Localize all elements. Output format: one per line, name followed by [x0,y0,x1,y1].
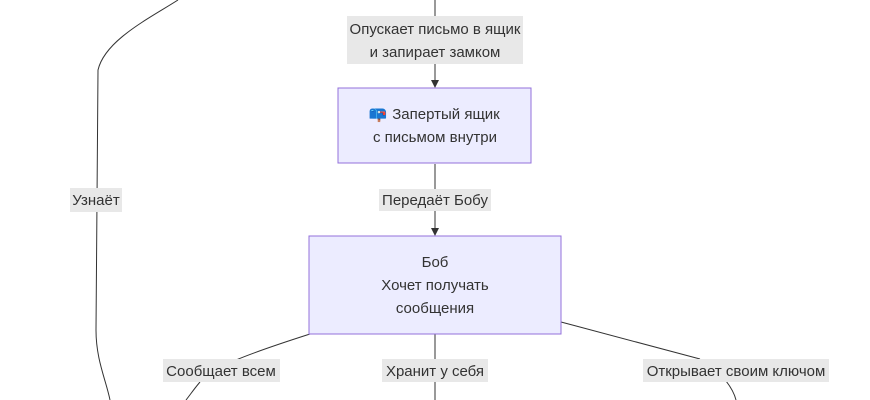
edge-label-keeps: Хранит у себя [382,359,488,382]
drop-lock-line-1: Опускает письмо в ящик [350,21,521,38]
learns-label: Узнаёт [72,192,120,209]
edges [95,0,737,400]
node-locked-box[interactable]: 📪 Запертый ящик с письмом внутри [337,87,532,164]
edge-bob-tells [185,333,311,400]
edge-learns [95,0,179,400]
arrowhead-box [431,80,439,88]
edge-label-tells-everyone: Сообщает всем [163,359,280,382]
locked-box-line-2: с письмом внутри [373,129,497,146]
locked-box-line-1: Запертый ящик [392,106,500,123]
arrowhead-bob [431,228,439,236]
edge-label-learns: Узнаёт [70,188,122,212]
passes-label: Передаёт Бобу [382,192,488,209]
bob-line-1: Боб [422,254,449,271]
bob-line-2: Хочет получать [381,277,489,294]
edge-label-opens-with-key: Открывает своим ключом [643,359,829,382]
edge-bob-opens [560,321,737,400]
edge-label-drop-lock: Опускает письмо в ящик и запирает замком [347,16,523,64]
bob-line-3: сообщения [396,300,474,317]
keeps-label: Хранит у себя [386,363,484,380]
mailbox-icon: 📪 [369,106,388,123]
drop-lock-line-2: и запирает замком [370,44,501,61]
tells-everyone-label: Сообщает всем [166,363,276,380]
edge-label-passes-to-bob: Передаёт Бобу [379,189,491,211]
node-bob[interactable]: Боб Хочет получать сообщения [308,235,562,335]
opens-with-key-label: Открывает своим ключом [647,363,826,380]
